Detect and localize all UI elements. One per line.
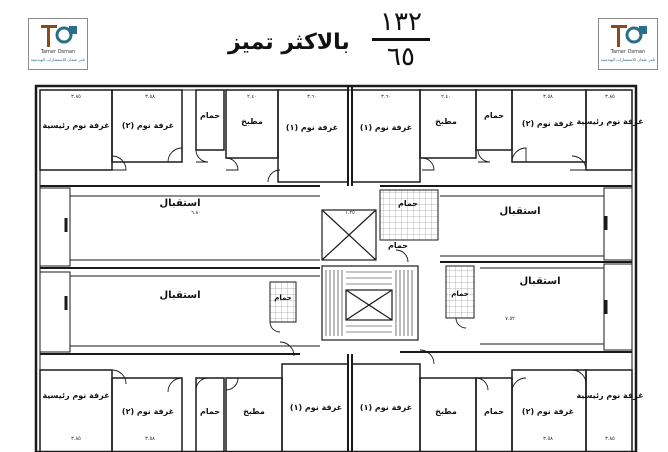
logo-name: Tamer Osman	[40, 49, 76, 55]
dimension-label: ٣.٦٠	[307, 94, 317, 100]
room-label-reception: استقبال	[499, 206, 540, 217]
room-label-bedroom-1: غرفة نوم (١)	[360, 403, 412, 412]
room-label-bath: حمام	[200, 111, 220, 120]
room-label-kitchen: مطبخ	[241, 117, 263, 126]
room-label-master-bedroom: غرفة نوم رئيسية	[576, 391, 643, 400]
room-label-reception: استقبال	[159, 290, 200, 301]
dimension-label: ٣.٥٨	[543, 94, 553, 100]
fraction-top: ١٣٢	[380, 7, 422, 37]
window-slots	[39, 187, 633, 353]
room-label-bath: حمام	[484, 111, 504, 120]
dimension-label: ٦.٨٠	[191, 210, 201, 216]
dimension-label: ٣.٥٨	[145, 436, 155, 442]
company-logo-left: Tamer Osman تامر عثمان للاستشارات الهندس…	[28, 18, 88, 70]
room-label-bedroom-2: غرفة نوم (٢)	[522, 119, 574, 128]
dimension-label: ٣.٥٨	[543, 436, 553, 442]
top-rooms	[39, 89, 633, 183]
logo-tagline: تامر عثمان للاستشارات الهندسية	[600, 57, 656, 62]
room-label-bath: حمام	[388, 241, 408, 250]
dimension-label: ٧.٥٢	[505, 316, 515, 322]
bottom-rooms	[39, 363, 633, 452]
tower-logo-icon	[41, 25, 77, 47]
window-marks	[64, 216, 608, 314]
room-label-bath: حمام	[274, 294, 292, 302]
room-label-bedroom-2: غرفة نوم (٢)	[122, 407, 174, 416]
dimension-label: ٣.٨٥	[71, 436, 81, 442]
room-label-master-bedroom: غرفة نوم رئيسية	[576, 117, 643, 126]
division-walls	[40, 86, 632, 452]
fraction-bottom: ٦٥	[387, 42, 415, 72]
room-label-bedroom-1: غرفة نوم (١)	[290, 403, 342, 412]
dimension-label: ٢.٤٠	[247, 94, 257, 100]
building-core	[321, 209, 419, 341]
room-label-bath: حمام	[451, 290, 469, 298]
page-title: بالاكثر تميز	[228, 30, 350, 55]
room-label-kitchen: مطبخ	[243, 407, 265, 416]
logo-name: Tamer Osman	[610, 49, 646, 55]
room-label-reception: استقبال	[519, 276, 560, 287]
logo-tagline: تامر عثمان للاستشارات الهندسية	[30, 57, 86, 62]
company-logo-right: Tamer Osman تامر عثمان للاستشارات الهندس…	[598, 18, 658, 70]
room-label-bedroom-2: غرفة نوم (٢)	[122, 121, 174, 130]
room-label-bedroom-2: غرفة نوم (٢)	[522, 407, 574, 416]
room-label-master-bedroom: غرفة نوم رئيسية	[42, 391, 109, 400]
room-label-bath: حمام	[484, 407, 504, 416]
tower-logo-icon	[611, 25, 647, 47]
fraction-label: ١٣٢ ٦٥	[372, 8, 430, 71]
tiled-bathrooms	[269, 189, 475, 323]
room-label-kitchen: مطبخ	[435, 117, 457, 126]
dimension-label: ١.٢٥	[345, 210, 355, 216]
doors	[111, 147, 587, 393]
dimension-label: ٣.٥٨	[145, 94, 155, 100]
dimension-label: ٣.٨٥	[605, 94, 615, 100]
room-label-reception: استقبال	[159, 198, 200, 209]
room-label-bath: حمام	[200, 407, 220, 416]
room-label-bedroom-1: غرفة نوم (١)	[286, 123, 338, 132]
stair-treads	[325, 270, 413, 336]
dimension-label: ٣.٨٥	[605, 436, 615, 442]
room-label-bath: حمام	[398, 199, 418, 208]
room-label-master-bedroom: غرفة نوم رئيسية	[42, 121, 109, 130]
room-label-kitchen: مطبخ	[435, 407, 457, 416]
dimension-label: ٢.٤٠	[441, 94, 451, 100]
fraction-bar	[372, 38, 430, 41]
room-label-bedroom-1: غرفة نوم (١)	[360, 123, 412, 132]
dimension-label: ٣.٦٠	[381, 94, 391, 100]
dimension-label: ٣.٨٥	[71, 94, 81, 100]
